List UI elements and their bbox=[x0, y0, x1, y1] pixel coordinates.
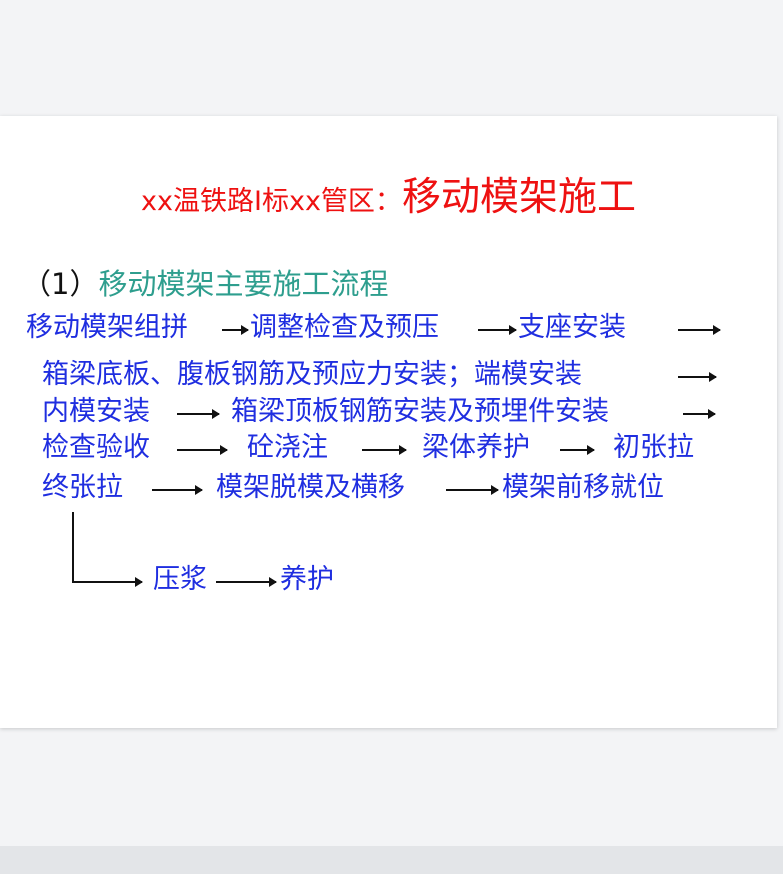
step-demould-traverse: 模架脱模及横移 bbox=[216, 472, 405, 503]
arrow-icon bbox=[222, 325, 249, 335]
step-bearing-install: 支座安装 bbox=[518, 312, 626, 343]
title-prefix: xx温铁路Ⅰ标xx管区： bbox=[141, 186, 402, 217]
step-adjust-preload: 调整检查及预压 bbox=[250, 312, 439, 343]
arrow-icon bbox=[678, 372, 717, 382]
flow-row-4: 检查验收 砼浇注 梁体养护 初张拉 bbox=[0, 431, 777, 465]
arrow-icon bbox=[152, 485, 203, 495]
arrow-icon bbox=[362, 445, 407, 455]
step-grouting: 压浆 bbox=[153, 564, 207, 595]
step-beam-curing: 梁体养护 bbox=[422, 432, 530, 463]
arrow-icon bbox=[72, 577, 143, 587]
section-heading: （1）移动模架主要施工流程 bbox=[22, 261, 388, 303]
arrow-icon bbox=[478, 325, 517, 335]
step-curing: 养护 bbox=[280, 564, 334, 595]
step-final-tension: 终张拉 bbox=[42, 472, 123, 503]
step-bottom-web-rebar: 箱梁底板、腹板钢筋及预应力安装；端模安装 bbox=[42, 359, 582, 390]
arrow-icon bbox=[177, 445, 228, 455]
step-assemble-formwork: 移动模架组拼 bbox=[26, 312, 188, 343]
arrow-icon bbox=[683, 409, 716, 419]
step-concrete-pour: 砼浇注 bbox=[247, 432, 328, 463]
arrow-icon bbox=[177, 409, 220, 419]
section-heading-text: 移动模架主要施工流程 bbox=[98, 267, 389, 301]
section-number: （1） bbox=[22, 267, 99, 301]
step-advance-position: 模架前移就位 bbox=[502, 472, 664, 503]
flow-row-5: 终张拉 模架脱模及横移 模架前移就位 bbox=[0, 471, 777, 505]
bottom-scroll-band bbox=[0, 846, 783, 874]
flow-row-6: 压浆 养护 bbox=[0, 563, 777, 597]
step-inspection: 检查验收 bbox=[42, 432, 150, 463]
title-main: 移动模架施工 bbox=[401, 175, 636, 220]
flow-row-2: 箱梁底板、腹板钢筋及预应力安装；端模安装 bbox=[0, 358, 777, 392]
arrow-icon bbox=[216, 577, 277, 587]
arrow-icon bbox=[678, 325, 721, 335]
slide-title: xx温铁路Ⅰ标xx管区：移动模架施工 bbox=[0, 166, 777, 222]
arrow-icon bbox=[446, 485, 499, 495]
arrow-icon bbox=[560, 445, 595, 455]
flow-row-1: 移动模架组拼 调整检查及预压 支座安装 bbox=[0, 311, 777, 345]
slide: xx温铁路Ⅰ标xx管区：移动模架施工 （1）移动模架主要施工流程 移动模架组拼 … bbox=[0, 116, 777, 728]
branch-connector-line bbox=[72, 512, 74, 582]
step-initial-tension: 初张拉 bbox=[613, 432, 694, 463]
step-inner-formwork: 内模安装 bbox=[42, 396, 150, 427]
flow-row-3: 内模安装 箱梁顶板钢筋安装及预埋件安装 bbox=[0, 395, 777, 429]
step-top-rebar-embedded: 箱梁顶板钢筋安装及预埋件安装 bbox=[231, 396, 609, 427]
